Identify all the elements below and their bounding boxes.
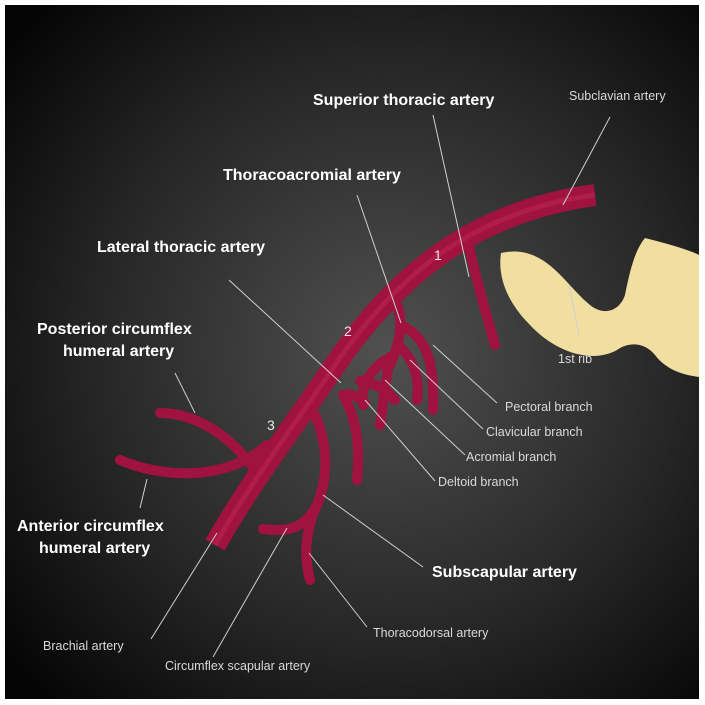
label-lateral-thoracic: Lateral thoracic artery (97, 238, 265, 258)
label-thoracodorsal: Thoracodorsal artery (373, 626, 488, 641)
label-posterior-circumflex-line1: Posterior circumflex (37, 320, 192, 340)
label-superior-thoracic: Superior thoracic artery (313, 91, 494, 111)
label-deltoid-branch: Deltoid branch (438, 475, 519, 490)
label-pectoral-branch: Pectoral branch (505, 400, 593, 415)
label-thoracoacromial: Thoracoacromial artery (223, 166, 401, 186)
part-number-3: 3 (267, 417, 275, 433)
label-anterior-circumflex-line2: humeral artery (39, 539, 150, 559)
label-posterior-circumflex-line2: humeral artery (63, 342, 174, 362)
label-clavicular-branch: Clavicular branch (486, 425, 583, 440)
label-subscapular: Subscapular artery (432, 563, 577, 583)
label-acromial-branch: Acromial branch (466, 450, 556, 465)
label-anterior-circumflex-line1: Anterior circumflex (17, 517, 164, 537)
part-number-1: 1 (434, 247, 442, 263)
label-circumflex-scapular: Circumflex scapular artery (165, 659, 310, 674)
part-number-2: 2 (344, 323, 352, 339)
label-subclavian: Subclavian artery (569, 89, 666, 104)
diagram-stage: 1 2 3 Superior thoracic artery Subclavia… (5, 5, 699, 699)
label-first-rib: 1st rib (558, 352, 592, 367)
label-brachial: Brachial artery (43, 639, 124, 654)
